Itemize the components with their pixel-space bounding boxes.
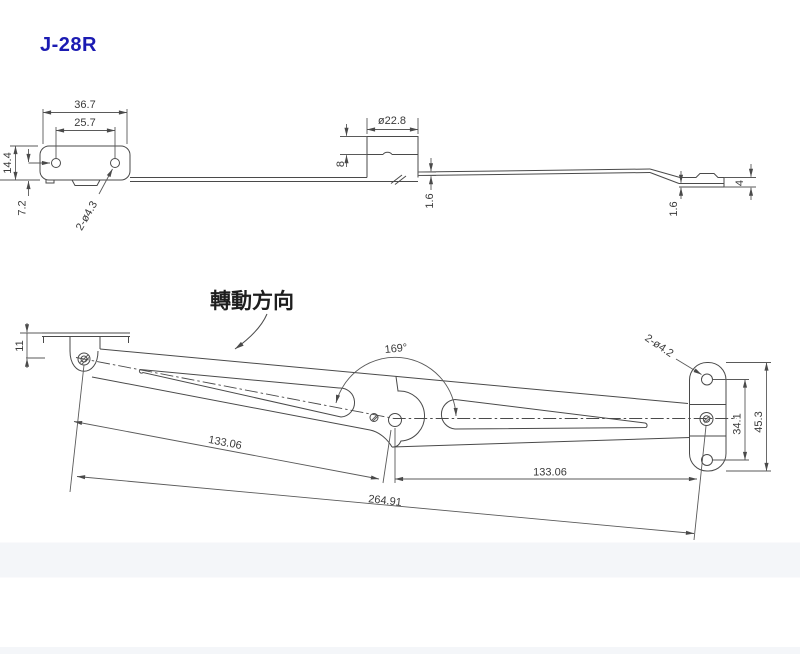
right-plate: [689, 362, 727, 472]
ext-8: [340, 136, 367, 155]
leader-2-o4-3: [98, 168, 113, 195]
ext-36-7: [42, 109, 128, 144]
boss-weld-mark: [382, 151, 393, 155]
ext-25-7: [55, 127, 116, 158]
label-2-o4-2: 2-ø4.2: [642, 332, 675, 360]
center-hook: [391, 376, 426, 448]
arm-bottom-left: [91, 376, 393, 448]
bottom-tab: [71, 179, 101, 186]
right-pivot-hatch: [703, 415, 711, 424]
left-block-outline: [39, 145, 131, 181]
ext-34-1: [712, 379, 749, 461]
right-pivot-outer: [699, 412, 714, 426]
rotation-arrow: [234, 313, 268, 350]
dim-4: 4: [734, 180, 746, 186]
dim-133-left: 133.06: [207, 434, 242, 452]
dim-14-4: 14.4: [2, 152, 14, 173]
end-step: [649, 168, 681, 184]
plate-cross-lines: [689, 404, 726, 437]
dim-133-right: 133.06: [533, 467, 567, 479]
dim-34-1: 34.1: [732, 413, 744, 434]
bracket-cap: [69, 350, 99, 372]
bottom-notch: [45, 180, 55, 184]
right-pivot-inner: [702, 415, 711, 423]
end-plate: [679, 173, 725, 188]
dim-o22-8: ø22.8: [378, 115, 406, 127]
dimline-133-left: [73, 420, 380, 480]
centerline: [75, 357, 737, 419]
ext-center-slant: [382, 429, 392, 484]
ext-left-pivot: [69, 364, 85, 493]
right-slot: [440, 399, 648, 430]
label-2-o4-3: 2-ø4.3: [74, 199, 100, 233]
left-slot: [138, 369, 356, 418]
ext-11: [20, 332, 45, 359]
top-view: 36.7 25.7 14.4 7.2 2-ø4.3 ø22.8 8 1.6: [0, 99, 756, 233]
dim-36-7: 36.7: [74, 99, 95, 111]
leader-2-o4-2: [675, 358, 702, 375]
dim-1-6-end: 1.6: [668, 201, 680, 216]
dim-11: 11: [14, 340, 26, 351]
bottom-view: 轉動方向 11: [14, 289, 771, 541]
boss-break-marks: [390, 174, 407, 185]
dim-45-3: 45.3: [753, 411, 765, 432]
boss-outline: [366, 136, 419, 178]
rotation-note: 轉動方向: [210, 289, 294, 313]
arm-top-edge-plan: [99, 348, 689, 404]
center-pivot: [388, 413, 402, 427]
arm-bottom-right: [391, 437, 691, 448]
dimline-264-91: [76, 475, 695, 535]
dim-8: 8: [335, 161, 347, 167]
dim-1-6-mid: 1.6: [424, 193, 436, 208]
footer-band: [0, 647, 800, 654]
angle-arc: [335, 356, 458, 417]
plate-hole-top: [701, 373, 713, 386]
ext-45-3: [726, 362, 771, 472]
ext-1-6-mid: [418, 171, 436, 176]
bottom-band: [0, 542, 800, 578]
dim-25-7: 25.7: [74, 117, 95, 129]
arm-right-bottom: [417, 172, 651, 176]
bracket-bar: [42, 332, 130, 351]
dim-169: 169°: [384, 342, 408, 356]
left-hole: [51, 158, 61, 168]
ext-4: [724, 177, 756, 188]
dim-264-91: 264.91: [368, 493, 403, 509]
ext-right-pivot: [693, 425, 707, 541]
dim-7-2: 7.2: [17, 200, 29, 215]
arm-right-top: [417, 168, 651, 173]
page-title: J-28R: [40, 34, 97, 56]
right-hole: [110, 158, 120, 168]
